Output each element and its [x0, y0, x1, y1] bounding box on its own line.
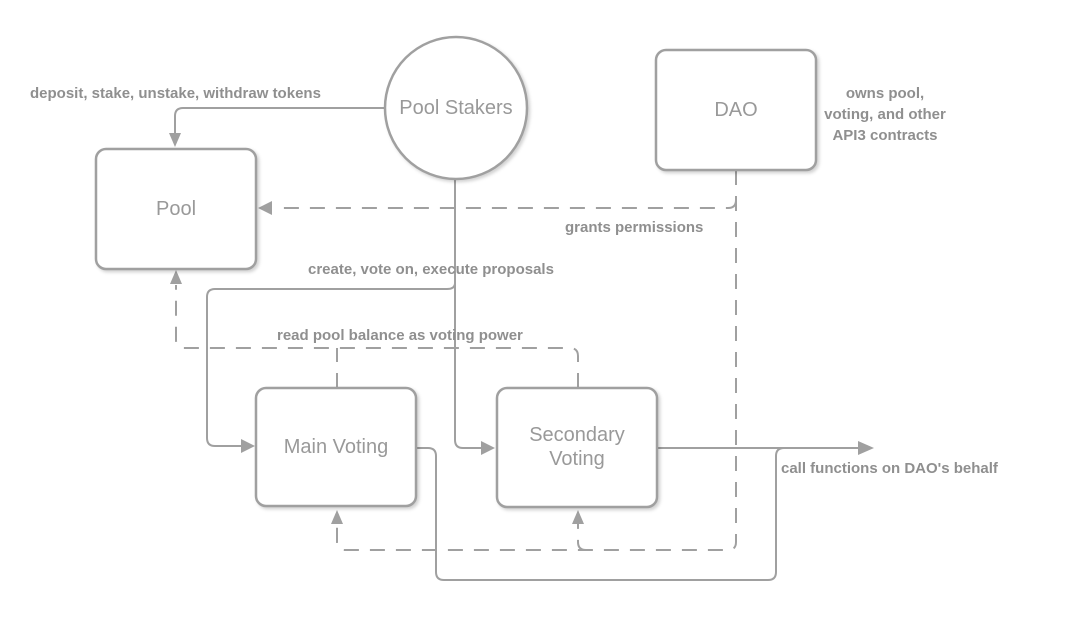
arrowhead-main-bottom — [331, 510, 343, 524]
edge-dao-to-pool — [273, 199, 737, 209]
arrowhead-pool-top — [169, 133, 181, 147]
node-label-secondary-voting: Secondary Voting — [529, 424, 625, 470]
edge-label-call: call functions on DAO's behalf — [781, 460, 998, 477]
edge-label-deposit: deposit, stake, unstake, withdraw tokens — [30, 85, 321, 102]
node-label-pool-stakers: Pool Stakers — [399, 97, 513, 119]
arrowhead-pool-bottom — [170, 270, 182, 284]
arrowhead-secondary-bottom — [572, 510, 584, 524]
edge-stakers-to-secondary — [454, 179, 482, 449]
node-label-pool: Pool — [155, 198, 197, 220]
arrowhead-secondary-left — [481, 441, 495, 455]
node-label-main-voting: Main Voting — [283, 436, 389, 458]
edge-stakers-to-pool — [174, 107, 385, 134]
edge-stakers-to-main — [206, 282, 456, 447]
edge-label-owns-line3: API3 contracts — [832, 127, 938, 144]
arrowhead-call-functions — [858, 441, 874, 455]
arrowhead-pool-right — [258, 201, 272, 215]
edge-label-create: create, vote on, execute proposals — [308, 261, 554, 278]
node-label-dao: DAO — [714, 99, 758, 121]
edge-label-owns-line1: owns pool, — [845, 85, 925, 102]
node-pool-stakers — [383, 35, 529, 181]
node-secondary-voting — [495, 386, 659, 509]
edge-label-owns: owns pool, voting, and other API3 contra… — [790, 83, 980, 146]
edge-secondary-read-balance — [175, 285, 579, 388]
edge-dao-to-secondary — [577, 524, 587, 551]
node-dao — [654, 48, 818, 172]
edge-dao-to-main — [336, 170, 737, 551]
edge-main-to-dao-call — [416, 447, 859, 581]
node-main-voting — [254, 386, 418, 508]
edge-label-owns-line2: voting, and other — [824, 106, 946, 123]
arrowhead-main-left — [241, 439, 255, 453]
node-pool — [94, 147, 258, 271]
edge-label-read: read pool balance as voting power — [277, 327, 523, 344]
edge-label-grants: grants permissions — [565, 219, 704, 236]
